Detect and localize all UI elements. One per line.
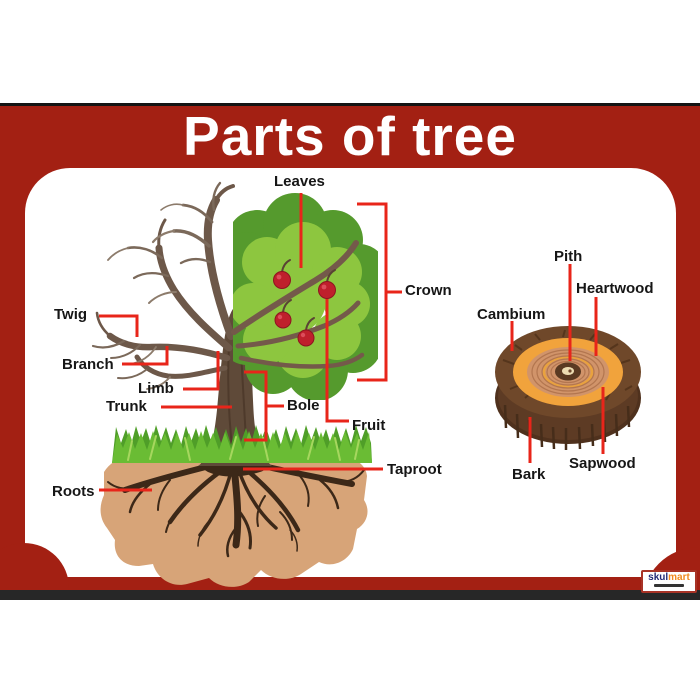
label-leaves: Leaves	[274, 173, 325, 190]
poster-title: Parts of tree	[183, 105, 517, 167]
poster-frame: Parts of tree	[0, 103, 700, 600]
label-twig: Twig	[54, 306, 88, 323]
label-cambium: Cambium	[477, 306, 546, 323]
label-roots: Roots	[52, 483, 95, 500]
label-crown: Crown	[405, 282, 452, 299]
label-bole: Bole	[287, 397, 320, 414]
label-branch: Branch	[62, 356, 114, 373]
label-fruit: Fruit	[352, 417, 386, 434]
logo-tagline	[654, 584, 684, 587]
label-taproot: Taproot	[387, 461, 442, 478]
logo-text-secondary: mart	[668, 572, 690, 583]
label-pith: Pith	[554, 248, 583, 265]
label-heartwood: Heartwood	[576, 280, 654, 297]
label-bark: Bark	[512, 466, 546, 483]
label-trunk: Trunk	[106, 398, 147, 415]
content-area	[25, 168, 676, 577]
logo-text: skulmart	[643, 572, 695, 583]
label-sapwood: Sapwood	[569, 455, 636, 472]
label-limb: Limb	[138, 380, 174, 397]
publisher-logo: skulmart	[641, 570, 697, 593]
logo-text-primary: skul	[648, 572, 669, 583]
